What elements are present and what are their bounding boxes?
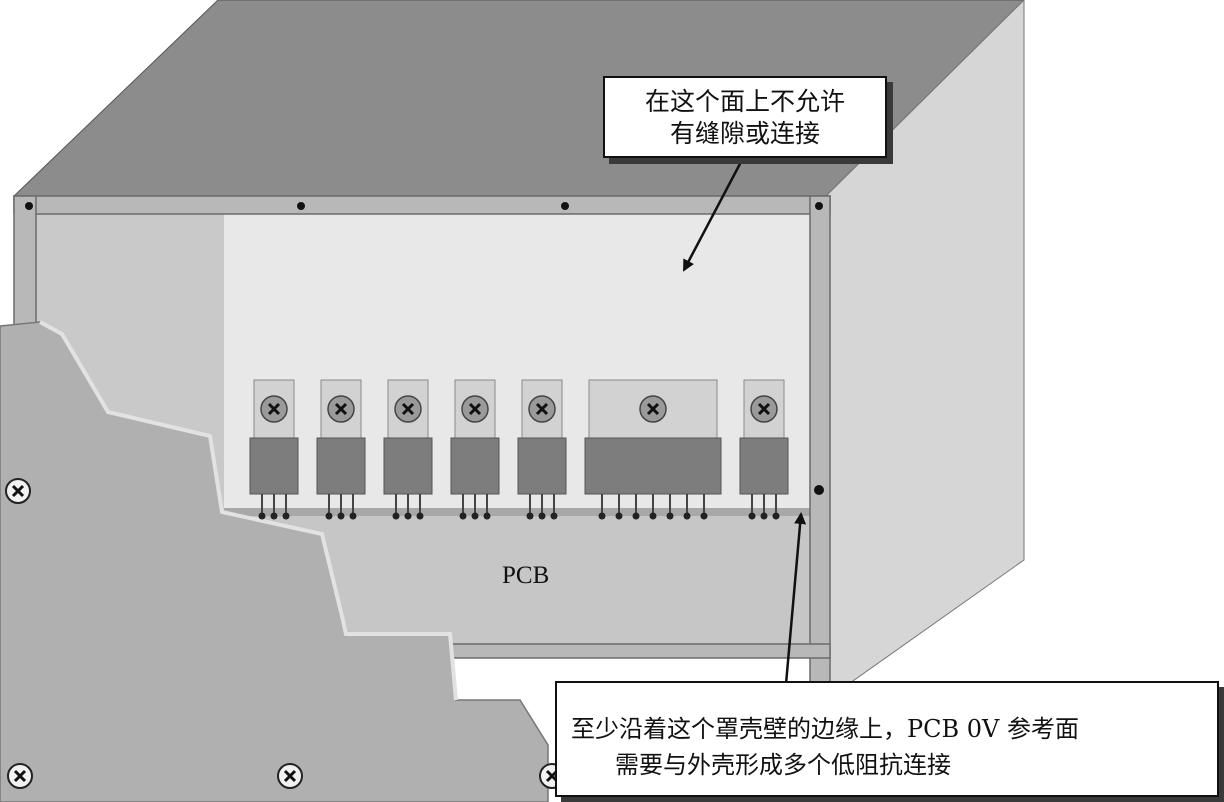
frame-right-bar — [810, 196, 830, 686]
top-callout-line-2: 有缝隙或连接 — [605, 118, 885, 150]
solder-joint — [633, 513, 640, 520]
component-body — [518, 438, 566, 494]
solder-joint — [259, 513, 266, 520]
component-body — [250, 438, 298, 494]
solder-joint — [539, 513, 546, 520]
rivet — [561, 202, 569, 210]
component-body — [384, 438, 432, 494]
solder-joint — [350, 513, 357, 520]
solder-joint — [417, 513, 424, 520]
component-body — [585, 438, 721, 494]
solder-joint — [650, 513, 657, 520]
solder-joint — [326, 513, 333, 520]
component-body — [740, 438, 788, 494]
solder-joint — [749, 513, 756, 520]
pcb-label: PCB — [502, 562, 549, 590]
solder-joint — [773, 513, 780, 520]
bottom-callout: 至少沿着这个罩壳壁的边缘上，PCB 0V 参考面 需要与外壳形成多个低阻抗连接 — [555, 681, 1219, 797]
solder-joint — [599, 513, 606, 520]
rivet — [297, 202, 305, 210]
solder-joint — [761, 513, 768, 520]
bottom-callout-line-1: 至少沿着这个罩壳壁的边缘上，PCB 0V 参考面 — [571, 715, 1079, 743]
solder-joint — [405, 513, 412, 520]
solder-joint — [338, 513, 345, 520]
solder-joint — [701, 513, 708, 520]
component-body — [317, 438, 365, 494]
bottom-callout-line-2: 需要与外壳形成多个低阻抗连接 — [571, 747, 1217, 783]
frame-top-bar — [14, 196, 830, 214]
screw-icon — [8, 764, 32, 788]
rivet — [25, 202, 33, 210]
solder-joint — [271, 513, 278, 520]
solder-joint — [484, 513, 491, 520]
solder-joint — [527, 513, 534, 520]
screw-icon — [278, 764, 302, 788]
solder-joint — [393, 513, 400, 520]
solder-joint — [460, 513, 467, 520]
pcb-edge — [224, 508, 818, 516]
solder-joint — [283, 513, 290, 520]
solder-joint — [684, 513, 691, 520]
top-callout-line-1: 在这个面上不允许 — [605, 86, 885, 118]
screw-icon — [6, 479, 30, 503]
solder-joint — [472, 513, 479, 520]
frame-bottom-bar — [440, 644, 830, 658]
rivet — [815, 202, 823, 210]
solder-joint — [616, 513, 623, 520]
solder-joint — [551, 513, 558, 520]
rivet — [814, 485, 824, 495]
solder-joint — [667, 513, 674, 520]
component-body — [451, 438, 499, 494]
top-callout: 在这个面上不允许 有缝隙或连接 — [603, 76, 887, 158]
